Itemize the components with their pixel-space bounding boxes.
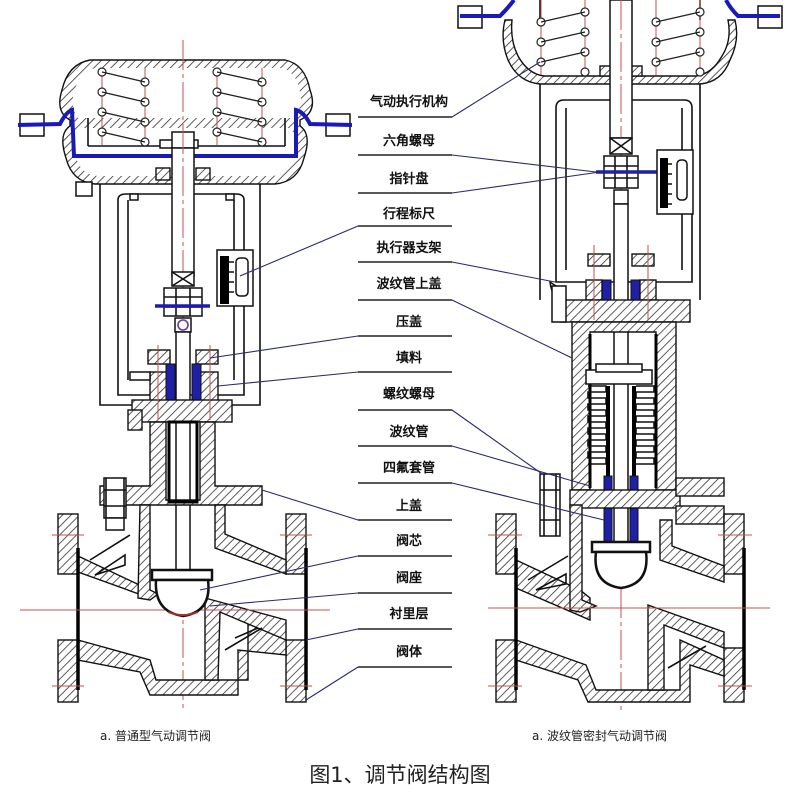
caption-right: a. 波纹管密封气动调节阀 xyxy=(532,728,667,743)
part-labels: 气动执行机构 六角螺母 指针盘 行程标尺 执行器支架 波纹管上盖 压盖 填料 xyxy=(358,94,452,668)
right-valve-body xyxy=(488,504,770,703)
left-valve-standard xyxy=(17,40,353,712)
label-pneumatic-actuator: 气动执行机构 xyxy=(358,94,452,118)
caption-left: a. 普通型气动调节阀 xyxy=(100,728,211,743)
left-spring-2 xyxy=(212,67,267,147)
label-indicator-disc: 指针盘 xyxy=(358,171,452,194)
label-text: 填料 xyxy=(396,350,422,366)
label-packing: 填料 xyxy=(358,350,452,373)
label-text: 波纹管 xyxy=(389,424,428,440)
figure-title: 图1、调节阀结构图 xyxy=(309,763,490,787)
label-text: 气动执行机构 xyxy=(370,94,448,110)
label-text: 指针盘 xyxy=(389,171,428,187)
label-text: 行程标尺 xyxy=(382,206,435,222)
label-text: 波纹管上盖 xyxy=(376,276,441,292)
label-text: 衬里层 xyxy=(389,606,428,622)
right-actuator-housing xyxy=(457,0,783,85)
right-valve-bellows xyxy=(457,0,783,712)
label-text: 阀体 xyxy=(396,644,423,660)
label-stroke-scale: 行程标尺 xyxy=(358,206,452,227)
right-valve-plug xyxy=(590,540,652,590)
label-text: 阀芯 xyxy=(396,533,422,549)
label-hex-nut: 六角螺母 xyxy=(358,133,452,156)
label-text: 阀座 xyxy=(396,570,422,586)
label-bonnet: 上盖 xyxy=(358,498,452,521)
label-valve-seat: 阀座 xyxy=(358,570,452,594)
right-bellows xyxy=(587,385,655,486)
label-lining: 衬里层 xyxy=(358,606,452,630)
label-text: 压盖 xyxy=(396,314,422,330)
left-bonnet xyxy=(99,420,263,531)
left-valve-plug xyxy=(150,568,214,618)
right-packing-box xyxy=(551,245,691,323)
label-bellows: 波纹管 xyxy=(358,424,452,447)
left-spring-1 xyxy=(97,67,150,147)
right-spring-1 xyxy=(536,0,590,77)
left-stroke-scale xyxy=(216,249,254,307)
right-stroke-scale xyxy=(656,149,694,215)
label-gland: 压盖 xyxy=(358,314,452,337)
left-valve-body xyxy=(20,504,330,703)
label-text: 螺纹螺母 xyxy=(383,386,435,402)
right-spring-2 xyxy=(651,0,705,77)
label-threaded-nut: 螺纹螺母 xyxy=(358,386,452,411)
label-valve-plug: 阀芯 xyxy=(358,533,452,557)
label-valve-body: 阀体 xyxy=(358,644,452,668)
label-text: 六角螺母 xyxy=(383,133,435,149)
label-ptfe-sleeve: 四氟套管 xyxy=(358,460,452,484)
label-text: 执行器支架 xyxy=(376,240,441,256)
leader-lines xyxy=(199,61,657,701)
left-stem xyxy=(155,40,210,712)
label-text: 四氟套管 xyxy=(383,460,435,476)
label-actuator-bracket: 执行器支架 xyxy=(358,240,452,263)
label-bellows-upper-cover: 波纹管上盖 xyxy=(358,276,452,301)
left-packing-box xyxy=(127,345,233,431)
label-text: 上盖 xyxy=(396,498,422,514)
right-bellows-housing xyxy=(539,321,725,543)
